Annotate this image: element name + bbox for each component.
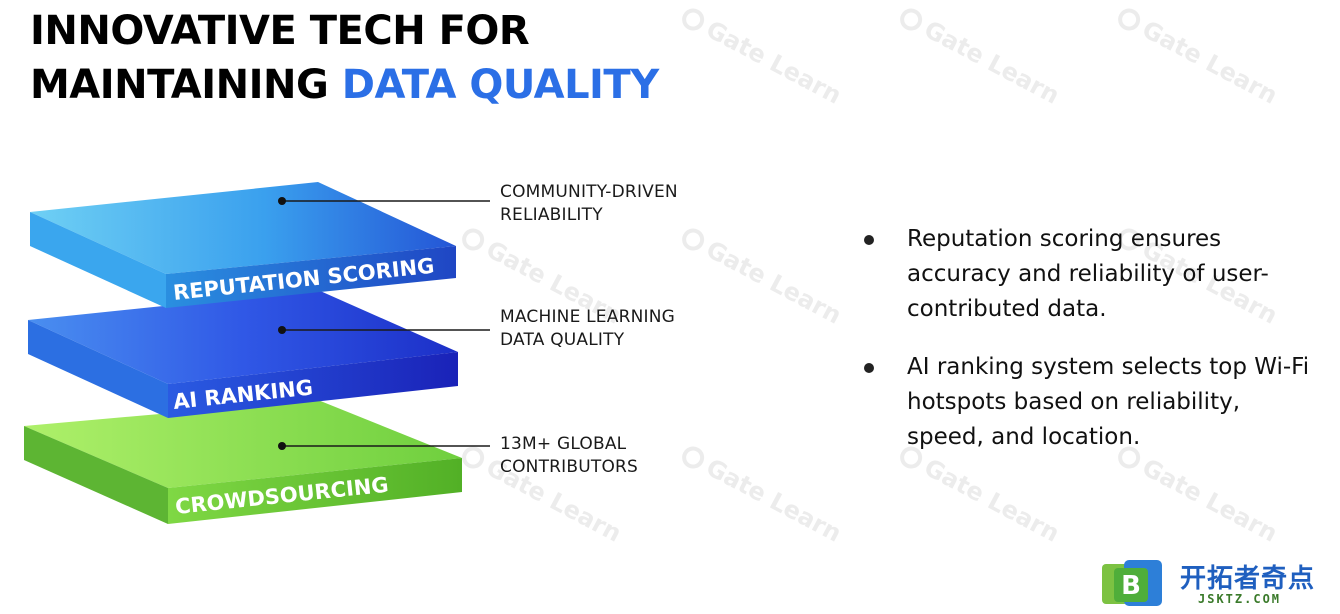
- connector-dot-crowdsourcing: [278, 442, 286, 450]
- connector-dot-ai-ranking: [278, 326, 286, 334]
- layer-ai-ranking: AI RANKING: [28, 290, 458, 418]
- connector-dot-reputation: [278, 197, 286, 205]
- page-title: INNOVATIVE TECH FOR MAINTAINING DATA QUA…: [30, 4, 659, 112]
- annotation-ai-ranking-line-2: DATA QUALITY: [500, 330, 625, 350]
- bullet-dot-icon: [864, 235, 874, 245]
- annotation-ai-ranking-line-1: MACHINE LEARNING: [500, 307, 676, 327]
- brand-logo: B 开拓者奇点 JSKTZ.COM: [1100, 556, 1332, 610]
- annotation-reputation-line-2: RELIABILITY: [500, 205, 603, 225]
- layer-ai-ranking-left-face: [28, 320, 168, 418]
- annotation-reputation-line-1: COMMUNITY-DRIVEN: [500, 182, 678, 202]
- layer-crowdsourcing-front-face: [168, 458, 462, 524]
- logo-mark-letter: B: [1121, 571, 1141, 601]
- brand-name: 开拓者奇点: [1180, 564, 1316, 594]
- layer-crowdsourcing: CROWDSOURCING: [24, 400, 462, 524]
- layer-reputation-scoring-front-face: [166, 246, 456, 308]
- layer-ai-ranking-top-face: [28, 290, 458, 384]
- title-line-1: INNOVATIVE TECH FOR: [30, 8, 530, 54]
- layer-crowdsourcing-top-face: [24, 400, 462, 488]
- annotation-crowdsourcing: 13M+ GLOBAL CONTRIBUTORS: [500, 433, 638, 479]
- brand-domain: JSKTZ.COM: [1198, 592, 1282, 606]
- layer-ai-ranking-front-face: [168, 352, 458, 418]
- bullet-text: AI ranking system selects top Wi-Fi hots…: [907, 354, 1310, 450]
- annotation-reputation: COMMUNITY-DRIVEN RELIABILITY: [500, 181, 678, 227]
- annotation-ai-ranking: MACHINE LEARNING DATA QUALITY: [500, 306, 675, 352]
- bullet-list: Reputation scoring ensures accuracy and …: [862, 222, 1322, 478]
- bullet-item: Reputation scoring ensures accuracy and …: [862, 222, 1322, 327]
- annotation-crowdsourcing-line-1: 13M+ GLOBAL: [500, 434, 627, 454]
- title-line-2-plain: MAINTAINING: [30, 62, 342, 108]
- layer-reputation-scoring-left-face: [30, 212, 166, 308]
- layer-reputation-scoring-top-face: [30, 182, 456, 274]
- bullet-text: Reputation scoring ensures accuracy and …: [907, 226, 1269, 322]
- bullet-item: AI ranking system selects top Wi-Fi hots…: [862, 350, 1322, 455]
- bullet-dot-icon: [864, 363, 874, 373]
- layer-crowdsourcing-left-face: [24, 426, 168, 524]
- annotation-crowdsourcing-line-2: CONTRIBUTORS: [500, 457, 639, 477]
- brand-logo-icon: B: [1102, 560, 1162, 606]
- title-line-2-accent: DATA QUALITY: [341, 62, 659, 108]
